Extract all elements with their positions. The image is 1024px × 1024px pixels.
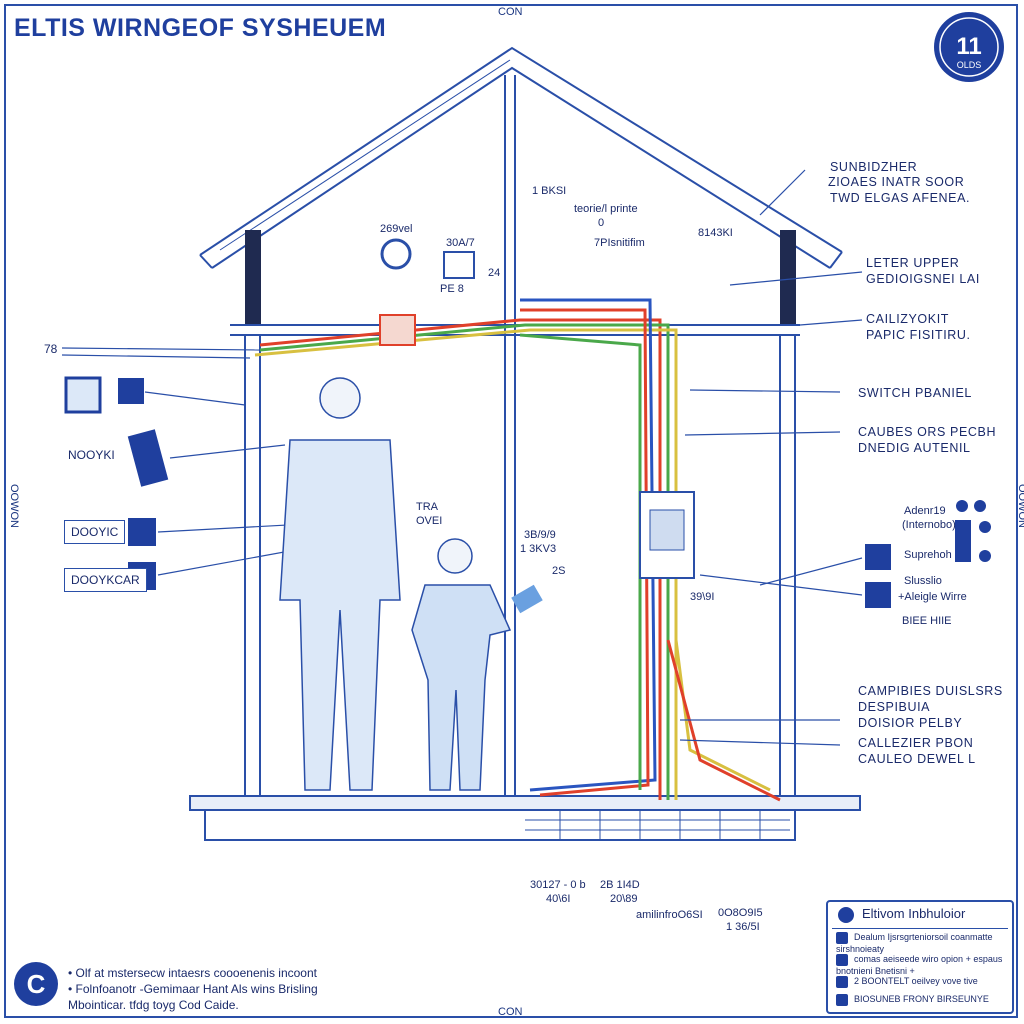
label-right-10: Adenr19 — [904, 505, 946, 517]
label-right-20: CAULEO DEWEL L — [858, 752, 976, 766]
left-eave-post — [245, 230, 261, 325]
label-right-11: (Internobo) — [902, 519, 956, 531]
label-left-1: NOOYKI — [68, 448, 115, 462]
ceiling-module — [443, 251, 475, 279]
label-right-4: GEDIOIGSNEI LAI — [866, 272, 980, 286]
right-switch-1 — [865, 544, 891, 570]
switch-plate-2 — [127, 429, 169, 487]
label-right-8: CAUBES ORS PECBH — [858, 425, 997, 439]
info-row-icon — [836, 976, 848, 988]
footnote-line-2: • Folnfoanotr -Gemimaar Hant Als wins Br… — [68, 982, 318, 996]
child-figure — [411, 538, 512, 791]
right-eave-post — [780, 230, 796, 325]
label-center-3: 7PIsnitifim — [594, 237, 645, 249]
diagram-frame — [4, 4, 1018, 1018]
right-leader-lines — [679, 169, 863, 746]
label-right-15: BIEE HIIE — [902, 615, 952, 627]
wall-switch-1 — [64, 376, 102, 414]
footnote-line-3: Mbointicar. tfdg toyg Cod Caide. — [68, 998, 239, 1012]
info-row-2: comas aeiseede wiro opion + espaus bnotn… — [836, 954, 1003, 976]
seal-number: 11 — [956, 33, 981, 60]
info-divider — [832, 928, 1008, 929]
label-right-14: +Aleigle Wirre — [898, 591, 967, 603]
label-center-7: 24 — [488, 267, 501, 279]
label-center-6: PE 8 — [440, 283, 464, 295]
diagram-title: ELTIS WIRNGEOF SYSHEUEM — [14, 14, 387, 42]
right-switch-2 — [865, 582, 891, 608]
label-center-8: 8143KI — [698, 227, 733, 239]
info-row-icon — [836, 994, 848, 1006]
info-row-icon — [836, 954, 848, 966]
info-row-1: Dealum Ijsrsgrteniorsoil coanmatte sirsh… — [836, 932, 993, 954]
label-left-0: 78 — [44, 342, 58, 356]
roof — [199, 46, 843, 269]
handheld-device — [511, 584, 543, 614]
label-center-16: 40\6I — [546, 893, 571, 905]
floor-slab — [189, 795, 861, 811]
label-left-3: DOOYKCAR — [64, 568, 147, 592]
foundation-grid — [525, 810, 790, 840]
label-right-17: DESPIBUIA — [858, 700, 931, 714]
label-center-20: 0O8O9I5 — [718, 907, 763, 919]
label-right-16: CAMPIBIES DUISLSRS — [858, 684, 1003, 698]
label-center-12: 1 3KV3 — [520, 543, 557, 555]
label-center-19: amilinfroO6SI — [636, 909, 703, 921]
label-right-9: DNEDIG AUTENIL — [858, 441, 971, 455]
label-right-18: DOISIOR PELBY — [858, 716, 963, 730]
info-row-icon — [836, 932, 848, 944]
junction-box — [379, 314, 416, 346]
label-right-3: LETER UPPER — [866, 256, 960, 270]
label-center-13: 2S — [552, 565, 566, 577]
label-center-1: teorie/l printe — [574, 203, 638, 215]
label-right-0: SUNBIDZHER — [830, 160, 918, 174]
label-right-13: Slusslio — [904, 575, 942, 587]
left-leader-lines — [61, 347, 381, 576]
label-center-15: 30127 - 0 b — [530, 879, 586, 891]
info-title: Eltivom Inbhuloior — [838, 906, 965, 923]
seal-badge: 11 OLDS — [934, 12, 1004, 82]
label-center-14: 39\9I — [690, 591, 715, 603]
label-right-12: Suprehoh — [904, 549, 952, 561]
label-right-6: PAPIC FISITIRU. — [866, 328, 971, 342]
switch-plate-1 — [118, 378, 144, 404]
label-right-5: CAILIZYOKIT — [866, 312, 950, 326]
footnote-badge: C — [14, 962, 58, 1006]
label-center-11: 3B/9/9 — [524, 529, 556, 541]
info-row-4: BIOSUNEB FRONY BIRSEUNYE — [836, 994, 1008, 1006]
label-right-19: CALLEZIER PBON — [858, 736, 974, 750]
label-center-21: 1 36/5I — [726, 921, 760, 933]
label-right-2: TWD ELGAS AFENEA. — [830, 191, 971, 205]
footnote-line-1: • Olf at mstersecw intaesrs coooenenis i… — [68, 966, 317, 980]
label-center-18: 20\89 — [610, 893, 638, 905]
foundation — [204, 809, 796, 841]
edge-label-bottom: CON — [498, 1006, 523, 1018]
seal-text: OLDS — [957, 60, 982, 70]
info-legend-box: Eltivom Inbhuloior Dealum Ijsrsgrteniors… — [826, 900, 1014, 1014]
label-right-1: ZIOAES INATR SOOR — [828, 175, 965, 189]
label-center-17: 2B 1I4D — [600, 879, 640, 891]
label-center-9: TRA — [416, 501, 438, 513]
label-center-0: 1 BKSI — [532, 185, 567, 197]
info-icon — [838, 906, 854, 923]
adult-figure — [279, 377, 401, 791]
label-center-2: 0 — [598, 217, 605, 229]
ceiling-light-fixture — [380, 238, 412, 270]
edge-label-top: CON — [498, 6, 523, 18]
info-row-3: 2 BOONTELT oeilvey vove tive — [836, 976, 1008, 988]
label-center-4: 269vel — [380, 223, 413, 235]
right-panel-bar — [955, 520, 971, 562]
label-center-5: 30A/7 — [446, 237, 475, 249]
house-walls — [230, 75, 800, 800]
switch-plate-3 — [128, 518, 156, 546]
label-right-7: SWITCH PBANIEL — [858, 386, 972, 400]
label-left-2: DOOYIC — [64, 520, 126, 544]
label-center-10: OVEI — [416, 515, 443, 527]
